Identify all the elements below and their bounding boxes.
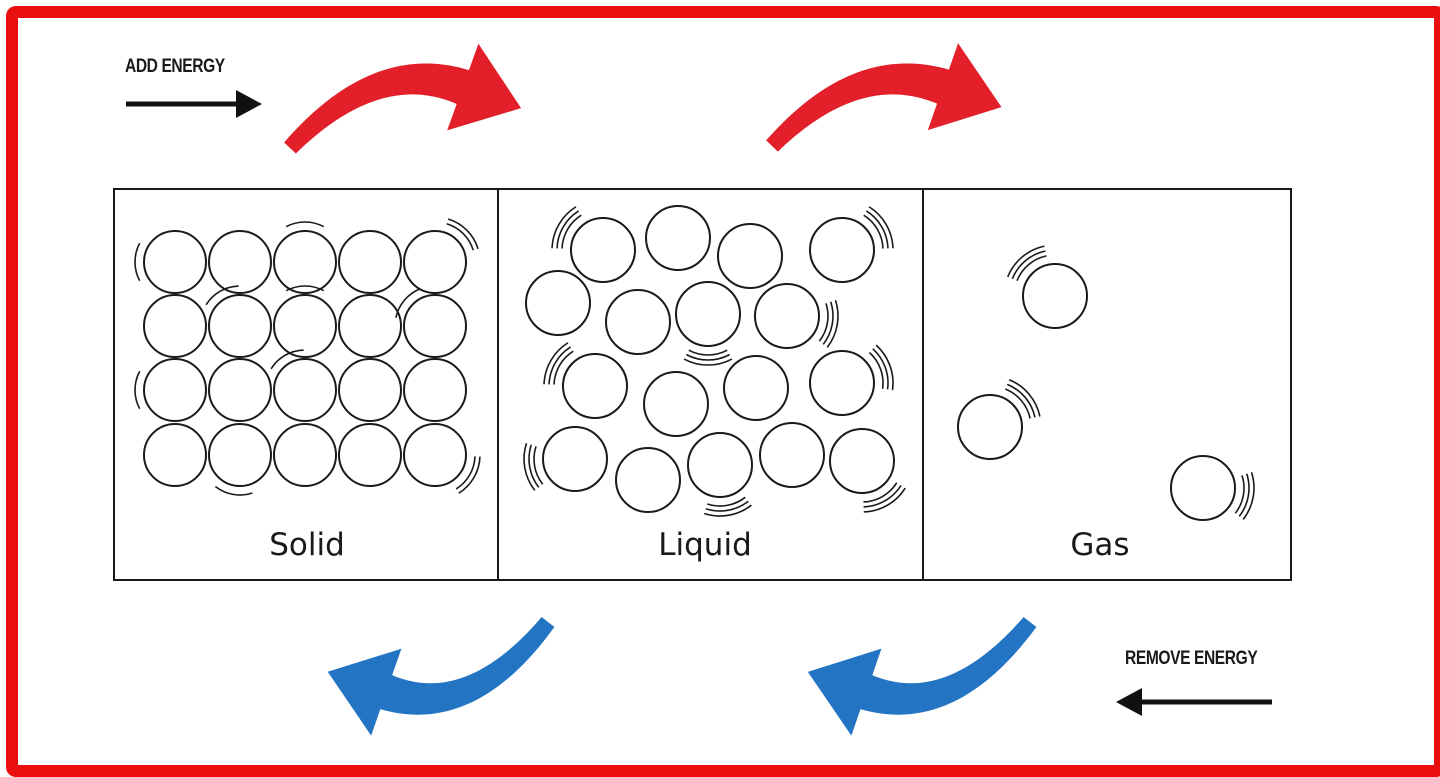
melting-arrow (284, 43, 522, 154)
panels-outline (113, 188, 1292, 581)
liquid-particle (759, 422, 825, 488)
condensation-arrow (807, 616, 1037, 736)
gas-label: Gas (1070, 527, 1130, 563)
solid-particle (403, 218, 479, 294)
solid-particle (273, 221, 337, 294)
solid-particle (338, 294, 402, 358)
gas-particle (1006, 245, 1088, 329)
solid-particle (273, 285, 337, 358)
solid-particle (208, 423, 272, 496)
solid-particle (403, 358, 467, 422)
liquid-particle (615, 447, 681, 513)
transition-arrows (126, 43, 1272, 736)
solid-particle (395, 288, 467, 358)
liquid-particle (525, 270, 591, 336)
solid-particle (134, 358, 207, 422)
liquid-particle (717, 223, 783, 289)
liquid-particle (643, 371, 709, 437)
solid-particle (143, 423, 207, 487)
liquid-particle (543, 342, 628, 419)
solid-particle (205, 285, 272, 358)
freezing-arrow (327, 617, 555, 736)
liquid-particle (645, 205, 711, 271)
liquid-particle (829, 428, 906, 513)
vaporization-arrow (766, 43, 1002, 152)
liquid-particle (754, 283, 839, 349)
solid-label: Solid (269, 527, 345, 563)
left-arrow-icon (1116, 688, 1272, 716)
liquid-particle (605, 289, 671, 355)
solid-particle (134, 230, 207, 294)
add-energy-label: ADD ENERGY (125, 56, 225, 77)
phase-panels (113, 188, 1292, 581)
liquid-particle (809, 206, 894, 283)
remove-energy-label: REMOVE ENERGY (1125, 648, 1258, 669)
solid-particle (208, 358, 272, 422)
liquid-label: Liquid (658, 527, 752, 563)
liquid-particle (809, 344, 894, 416)
solid-particle (208, 230, 272, 294)
solid-particle (270, 349, 337, 422)
solid-particle (143, 294, 207, 358)
liquid-particle (687, 432, 753, 517)
right-arrow-icon (126, 90, 262, 118)
solid-particle (338, 358, 402, 422)
liquid-particle (523, 426, 608, 492)
liquid-particle (675, 281, 741, 366)
liquid-particle (551, 206, 636, 283)
solid-particle (403, 423, 481, 494)
gas-particle (1170, 455, 1255, 521)
solid-particle (338, 423, 402, 487)
liquid-particle (723, 355, 789, 421)
gas-particle (957, 378, 1041, 460)
solid-particle (273, 423, 337, 487)
particles (134, 205, 1255, 521)
solid-particle (338, 230, 402, 294)
